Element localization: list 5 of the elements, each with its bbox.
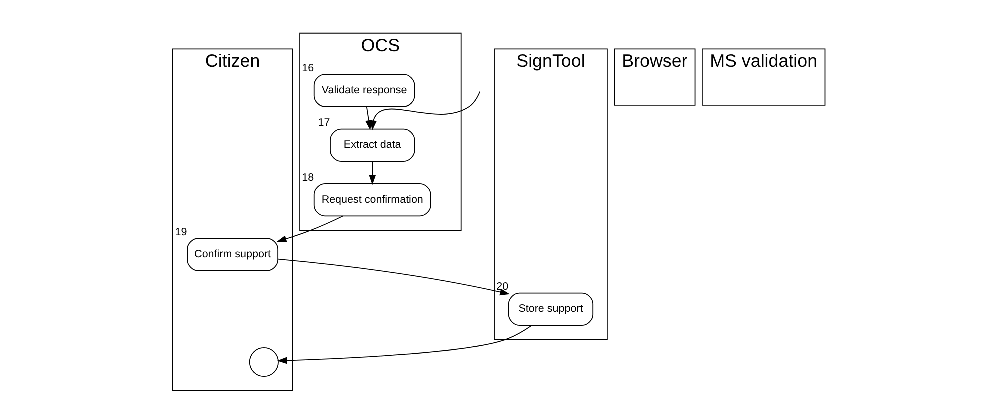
node-label: 18 bbox=[302, 172, 314, 184]
node-label: 19 bbox=[175, 226, 188, 239]
node-label: 16 bbox=[302, 62, 314, 75]
node-label: 20 bbox=[496, 281, 509, 294]
node-label: 17 bbox=[318, 117, 330, 130]
